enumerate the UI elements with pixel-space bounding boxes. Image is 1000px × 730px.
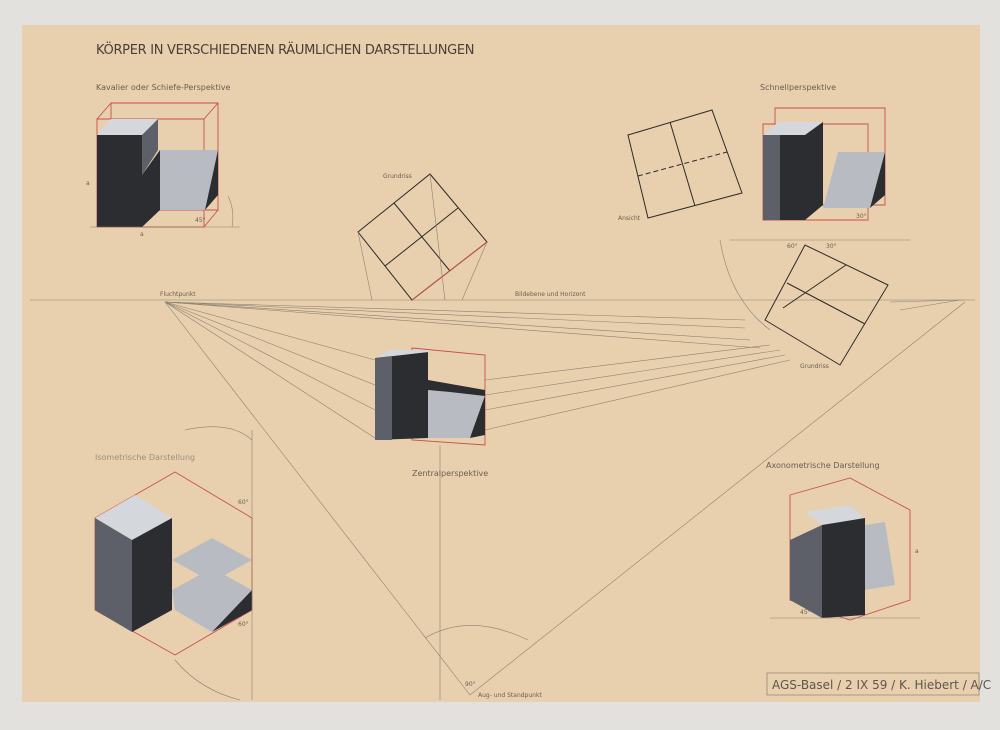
label-90deg: 90° <box>465 681 476 688</box>
label-kavalier: Kavalier oder Schiefe-Perspektive <box>96 83 231 92</box>
label-bildebene: Bildebene und Horizont <box>515 291 586 298</box>
grundriss-top-figure: Grundriss <box>357 173 488 301</box>
label-60deg-iso-bottom: 60° <box>238 621 249 628</box>
label-45deg: 45° <box>195 217 206 224</box>
label-a-bottom: a <box>140 231 144 238</box>
label-fluchtpunkt: Fluchtpunkt <box>160 291 196 298</box>
schnell-figure: Schnellperspektive Ansicht 60° 30° 30° G… <box>618 83 910 370</box>
vanishing-rays <box>164 299 966 439</box>
label-a-left: a <box>86 180 90 187</box>
label-a-axo: a <box>915 548 919 555</box>
label-60deg-iso-top: 60° <box>238 499 249 506</box>
zentral-figure: Zentralperspektive <box>375 347 488 700</box>
sheet-title: KÖRPER IN VERSCHIEDENEN RÄUMLICHEN DARST… <box>96 41 474 58</box>
label-axonometrisch: Axonometrische Darstellung <box>766 461 880 470</box>
label-45deg-axo: 45° <box>800 609 811 616</box>
isometric-figure: Isometrische Darstellung 60° 60° <box>94 426 253 701</box>
label-60deg-schnell: 60° <box>787 243 798 250</box>
label-ansicht: Ansicht <box>618 215 641 222</box>
label-augpunkt: Aug- und Standpunkt <box>478 692 542 699</box>
label-grundriss-right: Grundriss <box>800 363 829 370</box>
label-30deg-schnell: 30° <box>856 213 867 220</box>
label-30deg-schnell-top: 30° <box>826 243 837 250</box>
label-schnell: Schnellperspektive <box>760 83 836 92</box>
eye-point-construction: 90° Aug- und Standpunkt <box>164 301 966 699</box>
kavalier-figure: Kavalier oder Schiefe-Perspektive a a 45… <box>86 83 240 238</box>
title-block: AGS-Basel / 2 IX 59 / K. Hiebert / A/C <box>766 672 991 696</box>
label-isometrisch: Isometrische Darstellung <box>95 453 195 462</box>
label-grundriss-top: Grundriss <box>383 173 412 180</box>
axonometric-figure: Axonometrische Darstellung 45° a <box>766 461 920 621</box>
signature: AGS-Basel / 2 IX 59 / K. Hiebert / A/C <box>772 678 991 692</box>
label-zentral: Zentralperspektive <box>412 469 488 478</box>
